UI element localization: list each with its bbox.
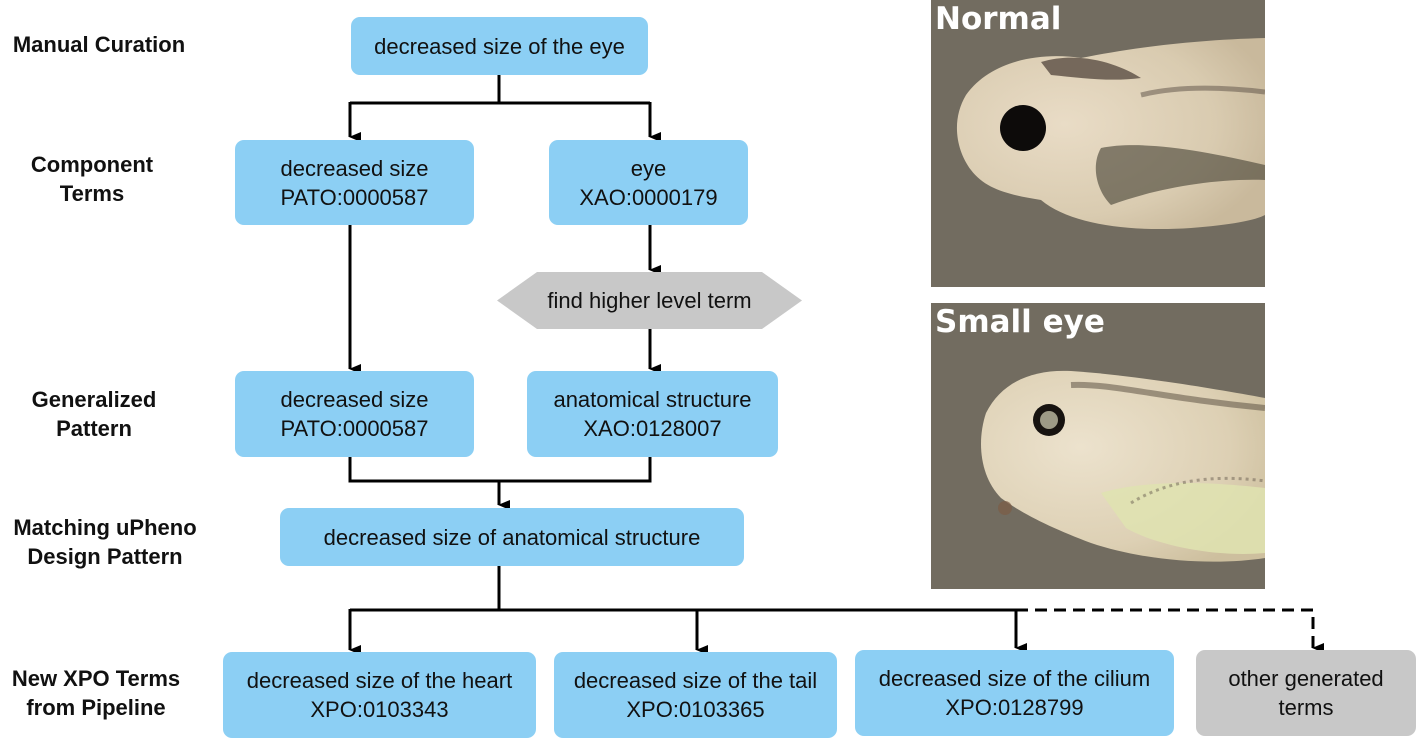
photo-label-normal: Normal <box>935 1 1062 37</box>
connector-curated-split <box>350 75 650 105</box>
row-label-line: Design Pattern <box>27 544 183 569</box>
node-label: decreased size of the eye <box>374 33 625 59</box>
eye-normal <box>1000 105 1046 151</box>
row-label-manual-curation: Manual Curation <box>0 30 198 59</box>
node-id: XAO:0128007 <box>583 416 722 441</box>
row-label-new-terms: New XPO Terms from Pipeline <box>0 664 192 722</box>
node-general-entity: anatomical structure XAO:0128007 <box>527 371 778 457</box>
photo-label-small-eye: Small eye <box>935 304 1105 340</box>
node-label: terms <box>1278 695 1334 720</box>
row-label-line: Generalized <box>31 387 157 412</box>
photo-normal-tadpole: Normal <box>931 0 1265 287</box>
node-curated-term: decreased size of the eye <box>351 17 648 75</box>
node-label: find higher level term <box>547 287 752 313</box>
node-step-find-higher-level-term: find higher level term <box>497 272 802 329</box>
row-label-line: Pattern <box>56 416 132 441</box>
node-label: anatomical structure <box>553 387 752 412</box>
row-label-line: Terms <box>59 181 125 206</box>
row-label-line: from Pipeline <box>26 695 166 720</box>
node-label: decreased size of the tail <box>573 668 818 693</box>
node-id: XPO:0103365 <box>626 697 765 722</box>
row-label-line: New XPO Terms <box>11 666 181 691</box>
node-component-entity: eye XAO:0000179 <box>549 140 748 225</box>
node-label: decreased size of anatomical structure <box>323 524 701 550</box>
node-id: XPO:0103343 <box>310 697 449 722</box>
row-label-matching-design-pattern: Matching uPheno Design Pattern <box>0 513 210 571</box>
node-label: other generated <box>1228 666 1384 691</box>
dashed-connector-other <box>1016 608 1324 653</box>
row-label-line: Component <box>30 152 154 177</box>
node-output-heart: decreased size of the heart XPO:0103343 <box>223 652 536 738</box>
node-label: decreased size <box>280 155 429 181</box>
node-general-quality: decreased size PATO:0000587 <box>235 371 474 457</box>
node-label: decreased size <box>280 387 429 412</box>
row-label-line: Manual Curation <box>12 32 186 57</box>
node-label: decreased size of the cilium <box>878 666 1151 691</box>
node-design-pattern: decreased size of anatomical structure <box>280 508 744 566</box>
node-id: PATO:0000587 <box>280 184 429 210</box>
node-id: XPO:0128799 <box>945 695 1084 720</box>
node-label: eye <box>630 155 667 181</box>
photo-small-eye-tadpole: Small eye <box>931 303 1265 589</box>
row-label-generalized-pattern: Generalized Pattern <box>0 385 188 443</box>
row-label-line: Matching uPheno <box>13 515 197 540</box>
connector-merge <box>348 457 652 483</box>
node-component-quality: decreased size PATO:0000587 <box>235 140 474 225</box>
tadpole-normal-illustration <box>956 38 1265 230</box>
node-label: decreased size of the heart <box>246 668 513 693</box>
tadpole-small-eye-illustration <box>981 370 1265 562</box>
node-output-cilium: decreased size of the cilium XPO:0128799 <box>855 650 1174 736</box>
node-output-other: other generated terms <box>1196 650 1416 736</box>
node-id: XAO:0000179 <box>579 184 718 210</box>
row-label-component-terms: Component Terms <box>0 150 184 208</box>
node-id: PATO:0000587 <box>280 416 429 441</box>
hexagon-shape <box>497 272 802 329</box>
node-output-tail: decreased size of the tail XPO:0103365 <box>554 652 837 738</box>
